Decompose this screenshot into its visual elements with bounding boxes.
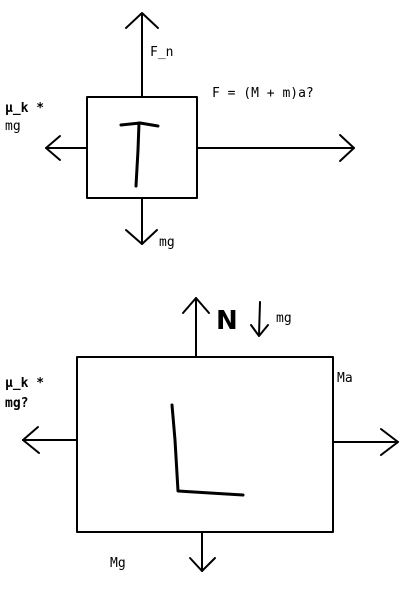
applied-force-arrow-2 xyxy=(332,428,399,456)
diagram-large-block: N mg Ma μ_k * mg? Mg xyxy=(5,297,399,572)
applied-force-label-2: Ma xyxy=(337,371,353,386)
normal-force-letter: N xyxy=(216,306,238,336)
applied-force-label: F = (M + m)a? xyxy=(212,86,314,101)
friction-label-2-line1: μ_k * xyxy=(5,376,44,391)
weight-arrow-2 xyxy=(189,531,216,572)
block-letter-t-drawing xyxy=(119,121,160,188)
friction-label-2-line2: mg? xyxy=(5,396,28,411)
friction-arrow-2 xyxy=(22,426,78,454)
down-force-label: mg xyxy=(276,311,292,326)
large-block xyxy=(76,356,334,533)
block-letter-l-drawing xyxy=(170,403,245,497)
weight-label: mg xyxy=(159,235,175,250)
friction-label-line2: mg xyxy=(5,119,21,134)
normal-force-arrow xyxy=(125,12,159,98)
weight-arrow xyxy=(125,197,158,245)
friction-label-line1: μ_k * xyxy=(5,101,44,116)
down-force-arrow xyxy=(250,301,269,337)
applied-force-arrow xyxy=(196,134,355,162)
small-block xyxy=(86,96,198,199)
weight-label-2: Mg xyxy=(110,556,126,571)
normal-force-label: F_n xyxy=(150,45,173,60)
diagram-small-block: F_n F = (M + m)a? μ_k * mg mg xyxy=(5,12,355,250)
normal-force-arrow-2 xyxy=(182,297,210,358)
friction-arrow xyxy=(45,135,88,161)
